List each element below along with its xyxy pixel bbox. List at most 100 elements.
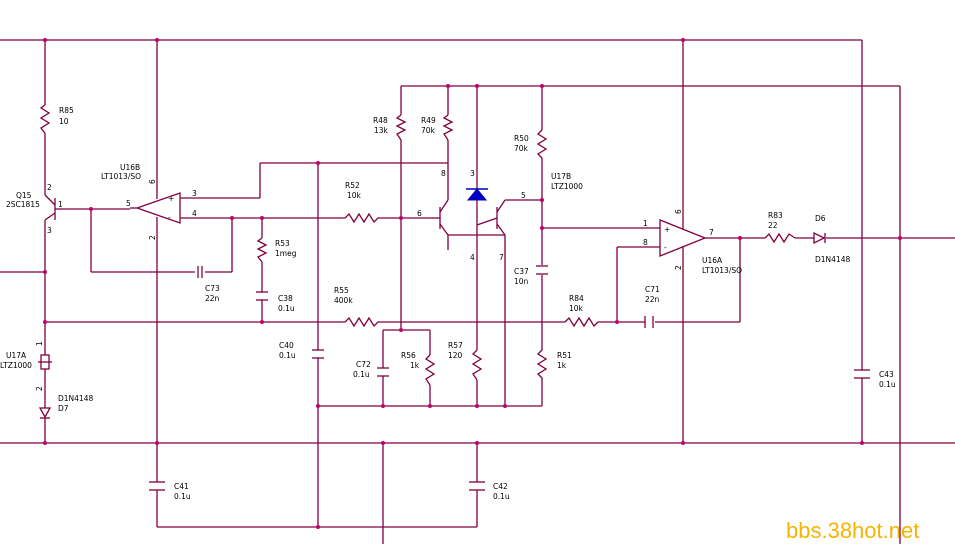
- r55-value: 400k: [334, 296, 353, 305]
- c40-ref: C40: [279, 341, 294, 350]
- r53-resistor: [256, 237, 268, 263]
- r53-value: 1meg: [275, 249, 297, 258]
- r51-resistor: [536, 349, 548, 379]
- u17b-pin4: 4: [470, 253, 475, 262]
- c40-value: 0.1u: [279, 351, 296, 360]
- u16a-pin6: 6: [674, 209, 683, 214]
- r50-ref: R50: [514, 134, 529, 143]
- u17a-heater: [38, 350, 52, 395]
- d7-value: D1N4148: [58, 394, 93, 403]
- r55-resistor: [344, 316, 382, 328]
- r56-ref: R56: [401, 351, 416, 360]
- u17b-reference: [432, 188, 506, 236]
- r49-resistor: [442, 114, 454, 141]
- svg-text:-: -: [168, 213, 171, 222]
- u17b-pin3: 3: [470, 169, 475, 178]
- r85-value: 10: [59, 117, 69, 126]
- u17b-pin7: 7: [499, 253, 504, 262]
- c73-ref: C73: [205, 284, 220, 293]
- r49-ref: R49: [421, 116, 436, 125]
- c42-capacitor: [469, 481, 485, 491]
- c73-capacitor: [197, 266, 203, 278]
- c38-value: 0.1u: [278, 304, 295, 313]
- u16b-value: LT1013/SO: [101, 172, 141, 181]
- u17a-ref: U17A: [6, 351, 27, 360]
- c42-value: 0.1u: [493, 492, 510, 501]
- u16a-pin8: 8: [643, 238, 648, 247]
- u16a-opamp: + -: [659, 215, 707, 262]
- u16a-pin7: 7: [709, 228, 714, 237]
- r57-value: 120: [448, 351, 463, 360]
- r52-resistor: [344, 212, 382, 224]
- c41-capacitor: [149, 481, 165, 491]
- u17b-pin5: 5: [521, 191, 526, 200]
- c43-capacitor: [854, 369, 870, 379]
- r84-ref: R84: [569, 294, 584, 303]
- u16b-pin4: 4: [192, 209, 197, 218]
- c71-value: 22n: [645, 295, 660, 304]
- r49-value: 70k: [421, 126, 436, 135]
- q15-pin2: 2: [47, 183, 52, 192]
- r48-resistor: [395, 114, 407, 141]
- svg-text:+: +: [664, 225, 670, 234]
- c41-value: 0.1u: [174, 492, 191, 501]
- q15-transistor: [44, 194, 62, 221]
- c40-capacitor: [312, 349, 324, 359]
- d7-diode: [38, 407, 52, 419]
- c37-value: 10n: [514, 277, 529, 286]
- q15-ref: Q15: [16, 191, 32, 200]
- u16a-ref: U16A: [702, 256, 723, 265]
- c72-value: 0.1u: [353, 370, 370, 379]
- component-labels: R85 10 Q15 2SC1815 2 1 3 U16B LT1013/SO …: [0, 106, 896, 501]
- c37-ref: C37: [514, 267, 529, 276]
- c72-capacitor: [377, 367, 389, 377]
- u17b-zener-icon: [466, 188, 488, 201]
- r48-value: 13k: [374, 126, 389, 135]
- r55-ref: R55: [334, 286, 349, 295]
- d6-diode: [813, 231, 826, 245]
- c72-ref: C72: [356, 360, 371, 369]
- c43-value: 0.1u: [879, 380, 896, 389]
- u16a-value: LT1013/SO: [702, 266, 742, 275]
- u16a-pin1: 1: [643, 219, 648, 228]
- r51-value: 1k: [557, 361, 567, 370]
- u17b-pin6: 6: [417, 209, 422, 218]
- r52-value: 10k: [347, 191, 362, 200]
- u16a-pin2: 2: [674, 265, 683, 270]
- r83-ref: R83: [768, 211, 783, 220]
- u16b-opamp: + -: [130, 192, 181, 232]
- c38-capacitor: [256, 291, 268, 301]
- svg-text:+: +: [168, 194, 174, 203]
- c73-value: 22n: [205, 294, 220, 303]
- u16b-pin6: 6: [148, 179, 157, 184]
- c71-ref: C71: [645, 285, 660, 294]
- r84-value: 10k: [569, 304, 584, 313]
- r48-ref: R48: [373, 116, 388, 125]
- u16b-pin5: 5: [126, 199, 131, 208]
- u17b-pin8: 8: [441, 169, 446, 178]
- r83-resistor: [764, 232, 796, 244]
- r57-ref: R57: [448, 341, 463, 350]
- r56-resistor: [424, 354, 436, 386]
- c42-ref: C42: [493, 482, 508, 491]
- r50-value: 70k: [514, 144, 529, 153]
- q15-value: 2SC1815: [6, 200, 40, 209]
- c41-ref: C41: [174, 482, 189, 491]
- u17b-ref: U17B: [551, 172, 571, 181]
- d7-ref: D7: [58, 404, 69, 413]
- c71-capacitor: [644, 316, 654, 328]
- d6-ref: D6: [815, 214, 826, 223]
- wires: [0, 39, 955, 544]
- u16b-ref: U16B: [120, 163, 140, 172]
- r53-ref: R53: [275, 239, 290, 248]
- q15-pin3: 3: [47, 226, 52, 235]
- u17a-pin2: 2: [35, 386, 44, 391]
- r52-ref: R52: [345, 181, 360, 190]
- r83-value: 22: [768, 221, 778, 230]
- junction-dots: [43, 38, 902, 529]
- q15-pin1: 1: [58, 200, 63, 209]
- c38-ref: C38: [278, 294, 293, 303]
- u16b-pin2: 2: [148, 235, 157, 240]
- c37-capacitor: [536, 265, 548, 275]
